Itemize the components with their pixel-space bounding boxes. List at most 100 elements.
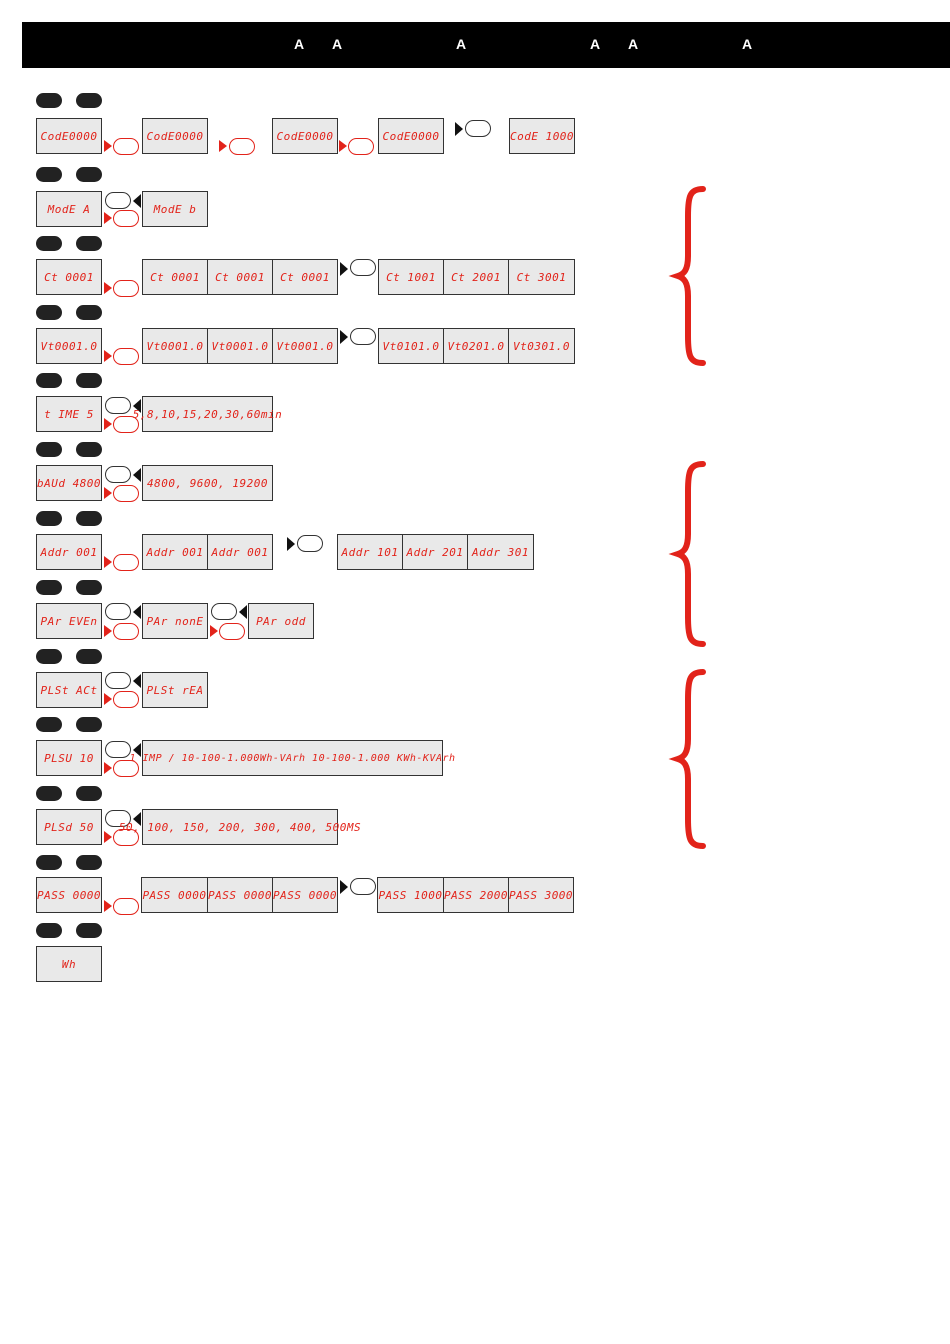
header-bar: A A A A A A	[22, 22, 950, 68]
black-key-button	[350, 259, 376, 276]
group-brace	[668, 461, 706, 647]
key-pill	[36, 786, 62, 801]
lcd-addr-start: Addr 001	[36, 534, 102, 570]
header-letter: A	[456, 36, 467, 52]
lcd-ct-result: Ct 2001	[443, 259, 509, 295]
red-key-button	[113, 210, 139, 227]
key-pill	[76, 442, 102, 457]
group-brace	[668, 186, 706, 366]
arrow-right-icon	[104, 693, 112, 705]
key-pill	[36, 442, 62, 457]
lcd-time-option: 5,8,10,15,20,30,60min	[133, 396, 282, 432]
lcd-ct-step: Ct 0001	[207, 259, 273, 295]
lcd-mode-option: ModE b	[142, 191, 208, 227]
key-pill	[76, 649, 102, 664]
arrow-right-icon	[339, 140, 347, 152]
arrow-right-icon	[340, 880, 348, 894]
key-pill	[76, 305, 102, 320]
black-key-button	[105, 672, 131, 689]
arrow-left-icon	[133, 605, 141, 619]
lcd-ct-step: Ct 0001	[142, 259, 208, 295]
lcd-code-step: CodE0000	[272, 118, 338, 154]
key-pill	[36, 855, 62, 870]
black-key-button	[297, 535, 323, 552]
key-pill	[36, 305, 62, 320]
lcd-addr-result: Addr 201	[402, 534, 468, 570]
lcd-mode-start: ModE A	[36, 191, 102, 227]
lcd-ct-step: Ct 0001	[272, 259, 338, 295]
lcd-addr-step: Addr 001	[142, 534, 208, 570]
black-key-button	[211, 603, 237, 620]
key-pill	[76, 373, 102, 388]
key-pill	[36, 167, 62, 182]
red-key-button	[113, 416, 139, 433]
lcd-plsu-option: 1 IMP / 10-100-1.000Wh-VArh 10-100-1.000…	[129, 740, 455, 776]
lcd-vt-step: Vt0001.0	[142, 328, 208, 364]
key-pill	[36, 717, 62, 732]
key-pill	[76, 93, 102, 108]
arrow-right-icon	[104, 556, 112, 568]
lcd-pass-start: PASS 0000	[36, 877, 102, 913]
key-pill	[36, 93, 62, 108]
header-letter: A	[590, 36, 601, 52]
red-key-button	[113, 485, 139, 502]
lcd-vt-step: Vt0001.0	[272, 328, 338, 364]
arrow-left-icon	[239, 605, 247, 619]
key-pill	[76, 786, 102, 801]
lcd-vt-start: Vt0001.0	[36, 328, 102, 364]
arrow-right-icon	[104, 140, 112, 152]
black-key-button	[105, 741, 131, 758]
arrow-right-icon	[104, 625, 112, 637]
lcd-plst-option: PLSt rEA	[142, 672, 208, 708]
key-pill	[76, 236, 102, 251]
header-letter: A	[294, 36, 305, 52]
black-key-button	[105, 603, 131, 620]
black-key-button	[350, 328, 376, 345]
lcd-baud-start: bAUd 4800	[36, 465, 102, 501]
lcd-vt-result: Vt0201.0	[443, 328, 509, 364]
lcd-ct-result: Ct 1001	[378, 259, 444, 295]
arrow-right-icon	[104, 487, 112, 499]
key-pill	[76, 167, 102, 182]
red-key-button	[113, 348, 139, 365]
lcd-addr-result: Addr 101	[337, 534, 403, 570]
key-pill	[76, 717, 102, 732]
lcd-pass-result: PASS 2000	[443, 877, 509, 913]
lcd-code-step: CodE0000	[142, 118, 208, 154]
lcd-code-result: CodE 1000	[509, 118, 575, 154]
key-pill	[36, 649, 62, 664]
lcd-addr-result: Addr 301	[467, 534, 534, 570]
black-key-button	[350, 878, 376, 895]
arrow-right-icon	[210, 625, 218, 637]
key-pill	[36, 236, 62, 251]
lcd-ct-start: Ct 0001	[36, 259, 102, 295]
lcd-time-start: t IME 5	[36, 396, 102, 432]
black-key-button	[105, 466, 131, 483]
key-pill	[36, 511, 62, 526]
key-pill	[76, 855, 102, 870]
arrow-right-icon	[104, 212, 112, 224]
lcd-pass-step: PASS 0000	[272, 877, 338, 913]
arrow-right-icon	[104, 282, 112, 294]
header-letter: A	[628, 36, 639, 52]
lcd-plsd-start: PLSd 50	[36, 809, 102, 845]
arrow-right-icon	[340, 330, 348, 344]
red-key-button	[113, 760, 139, 777]
lcd-pass-step: PASS 0000	[207, 877, 273, 913]
lcd-wh: Wh	[36, 946, 102, 982]
lcd-ct-result: Ct 3001	[508, 259, 575, 295]
arrow-right-icon	[104, 418, 112, 430]
lcd-addr-step: Addr 001	[207, 534, 273, 570]
lcd-vt-result: Vt0301.0	[508, 328, 575, 364]
black-key-button	[465, 120, 491, 137]
key-pill	[36, 580, 62, 595]
red-key-button	[113, 691, 139, 708]
lcd-baud-option: 4800, 9600, 19200	[142, 465, 273, 501]
red-key-button	[113, 554, 139, 571]
red-key-button	[113, 623, 139, 640]
arrow-right-icon	[104, 350, 112, 362]
lcd-vt-result: Vt0101.0	[378, 328, 444, 364]
lcd-plsu-start: PLSU 10	[36, 740, 102, 776]
arrow-right-icon	[340, 262, 348, 276]
lcd-plst-start: PLSt ACt	[36, 672, 102, 708]
